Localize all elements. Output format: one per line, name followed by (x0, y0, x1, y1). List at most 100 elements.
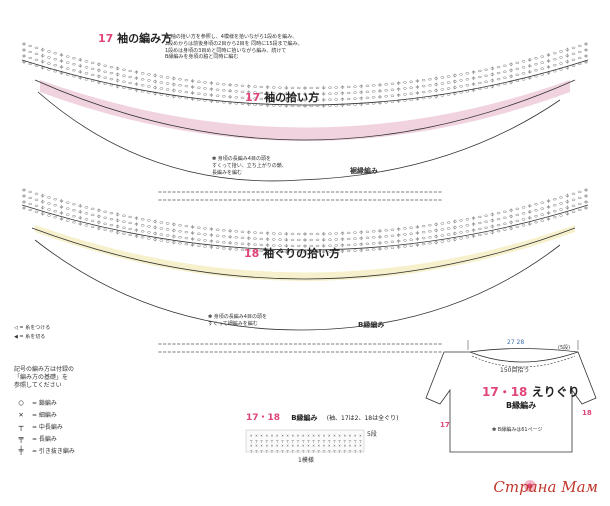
stitch-mark (128, 69, 132, 73)
stitch-mark (438, 343, 442, 345)
stitch-mark (28, 62, 33, 66)
stitch-mark (335, 191, 339, 193)
stitch-mark (234, 102, 239, 105)
stitch-mark (228, 191, 232, 193)
stitch-mark (429, 191, 433, 193)
stitch-mark (256, 343, 260, 345)
stitch-mark (109, 224, 114, 227)
stitch-mark (484, 80, 488, 83)
stitch-mark (275, 191, 279, 193)
stitch-mark (403, 87, 407, 90)
stitch-mark (178, 84, 182, 87)
stitch-mark (459, 73, 463, 76)
stitch-mark (128, 75, 132, 79)
stitch-mark (303, 191, 307, 193)
stitch-mark (346, 243, 351, 247)
stitch-mark (181, 343, 185, 345)
stitch-mark (409, 244, 413, 247)
sleeve17-pickup-note: ✽ 身頃の長編み4目の頭を すくって拾い、立ち上がりの鎖、 長編みを編む (212, 156, 322, 176)
stitch-mark (428, 224, 432, 227)
stitch-mark (253, 103, 257, 106)
stitch-mark (84, 78, 89, 81)
stitch-mark: ┬ (275, 448, 279, 453)
stitch-mark (465, 236, 470, 239)
stitch-mark (272, 104, 276, 107)
stitch-mark (200, 191, 204, 193)
stitch-mark (178, 78, 182, 81)
stitch-mark: × (297, 433, 300, 438)
stitch-mark: ┬ (353, 438, 357, 443)
stitch-mark (272, 238, 276, 241)
stitch-mark (165, 240, 170, 243)
stitch-mark (234, 248, 239, 251)
legend-item: ○ = 鎖編み (14, 396, 126, 408)
stitch-mark (440, 240, 445, 243)
stitch-mark (178, 242, 182, 245)
stitch-mark (259, 85, 264, 89)
stitch-mark (390, 100, 395, 103)
stitch-mark (296, 104, 301, 108)
stitch-mark: ┬ (348, 438, 352, 443)
stitch-mark: × (328, 433, 331, 438)
stitch-mark (371, 248, 376, 251)
stitch-mark (346, 97, 351, 101)
sleeve17-note-line: 1段めは身頃の3目めと同時に拾いながら編み、続けて (165, 47, 287, 54)
stitch-mark (440, 94, 445, 97)
stitch-mark (215, 94, 220, 97)
stitch-mark (405, 343, 409, 345)
stitch-mark (296, 232, 301, 236)
legend-item: ╤ = 長編み (14, 432, 126, 444)
stitch-mark (140, 72, 145, 75)
stitch-mark (279, 343, 283, 345)
stitch-mark (371, 102, 376, 105)
stitch-mark (390, 234, 395, 237)
stitch-mark (440, 228, 445, 231)
stitch-mark (65, 67, 70, 70)
stitch-mark (553, 210, 557, 213)
stitch-mark (465, 78, 470, 81)
stitch-mark (438, 191, 442, 193)
stitch-mark (186, 343, 190, 345)
stitch-mark (47, 208, 51, 211)
stitch-mark (72, 221, 76, 224)
stitch-mark (377, 199, 381, 201)
stitch-mark (334, 86, 338, 89)
sweater-schematic (425, 340, 597, 453)
stitch-mark (440, 88, 445, 91)
stitch-mark (515, 61, 520, 64)
stitch-mark (72, 215, 76, 218)
stitch-mark (237, 199, 241, 201)
watermark-text: Страна Мам (493, 478, 598, 496)
stitch-mark (459, 79, 463, 82)
stitch-mark: ┬ (317, 448, 321, 453)
stitch-mark (278, 98, 282, 101)
stitch-mark: ┬ (259, 438, 263, 443)
stitch-mark (34, 64, 39, 67)
stitch-mark (328, 92, 332, 95)
stitch-mark (279, 351, 283, 353)
stitch-mark (200, 343, 204, 345)
lower-stitch-row-18 (158, 343, 442, 353)
stitch-mark (359, 343, 363, 345)
stitch-mark (377, 351, 381, 353)
stitch-mark: × (359, 443, 362, 448)
stitch-mark (289, 199, 293, 201)
stitch-mark (290, 98, 295, 101)
stitch-mark (438, 351, 442, 353)
stitch-mark (384, 95, 388, 98)
stitch-mark: ┬ (254, 448, 258, 453)
stitch-mark (147, 91, 151, 94)
stitch-mark (234, 90, 239, 93)
stitch-mark (90, 61, 95, 64)
stitch-mark (209, 343, 213, 345)
stitch-mark (346, 237, 351, 241)
stitch-mark (219, 351, 223, 353)
stitch-mark (328, 232, 332, 235)
stitch-mark (90, 79, 95, 82)
stitch-mark (72, 63, 76, 66)
stitch-mark: × (344, 433, 347, 438)
stitch-mark (419, 199, 423, 201)
stitch-mark (415, 191, 419, 193)
stitch-mark (222, 101, 226, 104)
stitch-mark (571, 192, 576, 195)
